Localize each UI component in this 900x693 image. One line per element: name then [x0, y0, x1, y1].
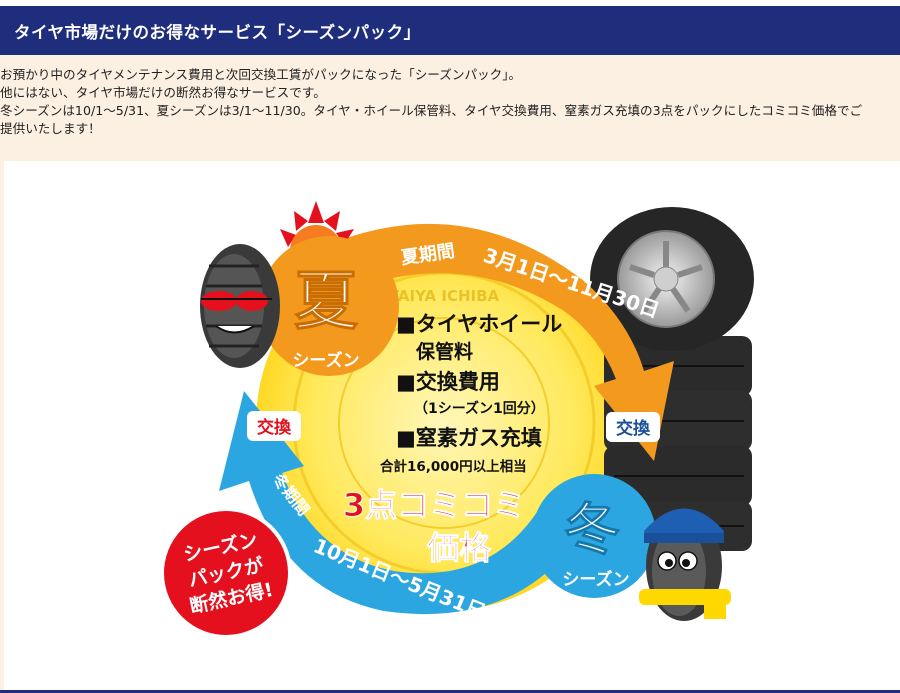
description-line-3: 冬シーズンは10/1～5/31、夏シーズンは3/1～11/30。タイヤ・ホイール…: [0, 103, 863, 118]
season-pack-graphic: TAIYA ICHIBA: [160, 201, 754, 639]
description-line-1: お預かり中のタイヤメンテナンス費用と次回交換工賃がパックになった「シーズンパック…: [0, 67, 522, 82]
exchange-badge-left: 交換: [247, 411, 301, 441]
winter-arrow: [219, 391, 589, 615]
exchange-badge-right: 交換: [606, 412, 660, 442]
service-item-3: ■窒素ガス充填: [396, 426, 542, 450]
description-line-2: 他にはない、タイヤ市場だけの断然お得なサービスです。: [0, 85, 326, 100]
winter-season-label: シーズン: [562, 569, 629, 590]
price-line-2: 価格: [426, 529, 492, 567]
winter-tire-character: [639, 508, 731, 621]
deal-badge: シーズン パックが 断然お得!: [160, 507, 292, 639]
total-value-note: 合計16,000円以上相当: [380, 458, 527, 475]
bottom-border: [0, 690, 900, 693]
summer-badge: 夏 シーズン: [259, 201, 399, 376]
summer-arrow: [304, 223, 674, 461]
description-block: お預かり中のタイヤメンテナンス費用と次回交換工賃がパックになった「シーズンパック…: [0, 55, 900, 161]
price-line-1: 3点コミコミ: [343, 486, 525, 524]
winter-kanji: 冬: [564, 498, 620, 563]
service-item-1-sub: 保管料: [415, 340, 473, 363]
description-line-4: 提供いたします！: [0, 121, 101, 136]
section-header: タイヤ市場だけのお得なサービス「シーズンパック」: [0, 6, 900, 55]
price-headline: 3点コミコミ 価格: [342, 486, 525, 568]
exchange-label-right: 交換: [616, 418, 651, 439]
watermark-text: TAIYA ICHIBA: [389, 287, 500, 305]
winter-badge: 冬 シーズン: [532, 474, 656, 598]
services-list: ■タイヤホイール 保管料 ■交換費用 （1シーズン1回分） ■窒素ガス充填 合計…: [380, 312, 562, 475]
graphic-panel: TAIYA ICHIBA: [0, 161, 900, 693]
summer-tire-character: [200, 244, 280, 368]
section-title: タイヤ市場だけのお得なサービス「シーズンパック」: [14, 22, 421, 42]
exchange-label-left: 交換: [257, 417, 292, 438]
service-item-2: ■交換費用: [396, 370, 500, 394]
service-item-1: ■タイヤホイール: [396, 312, 562, 336]
summer-kanji: 夏: [294, 265, 359, 339]
summer-season-label: シーズン: [292, 350, 359, 371]
service-item-2-sub: （1シーズン1回分）: [414, 400, 545, 417]
graphic-panel-inner: TAIYA ICHIBA: [4, 161, 900, 691]
